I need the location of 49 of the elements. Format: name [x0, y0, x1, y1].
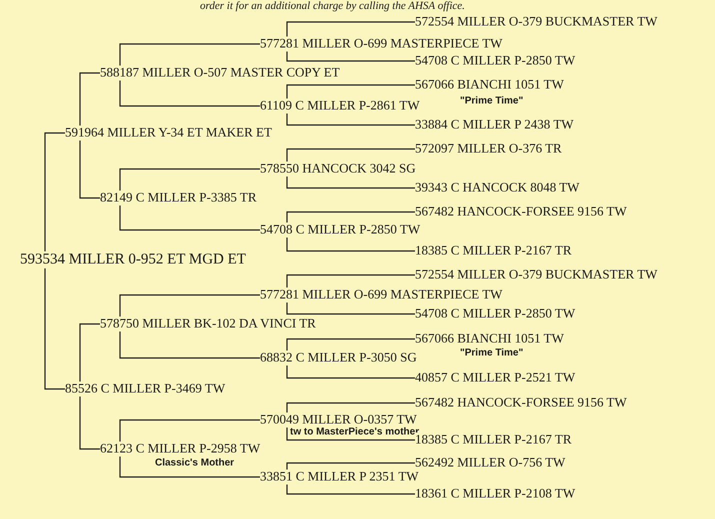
pedigree-line	[79, 72, 100, 127]
pedigree-line	[119, 294, 260, 318]
animal-name: 61109 C MILLER P-2861 TW	[260, 98, 420, 114]
animal-name: 33851 C MILLER P 2351 TW	[260, 470, 419, 484]
note-text: "Prime Time"	[460, 348, 524, 358]
pedigree-line	[286, 274, 415, 289]
pedigree-line	[286, 402, 415, 414]
pedigree-line	[286, 462, 415, 471]
pedigree-line	[286, 84, 415, 100]
animal-name: 577281 MILLER O-699 MASTERPIECE TW	[260, 288, 502, 302]
pedigree-line	[79, 395, 100, 450]
pedigree-line	[119, 204, 260, 231]
pedigree-line	[286, 50, 415, 62]
pedigree-line	[119, 455, 260, 478]
animal-name: 570049 MILLER O-0357 TW	[260, 412, 417, 428]
animal-name: 578550 HANCOCK 3042 SG	[260, 162, 416, 176]
pedigree-line	[286, 236, 415, 252]
note-text: order it for an additional charge by calling the AHSA office.	[200, 0, 465, 12]
animal-name: 68832 C MILLER P-3050 SG	[260, 350, 417, 366]
animal-name: 591964 MILLER Y-34 ET MAKER ET	[65, 126, 272, 140]
pedigree-line	[286, 175, 415, 189]
pedigree-line	[44, 132, 65, 252]
pedigree-line	[119, 43, 260, 67]
pedigree-line	[286, 426, 415, 441]
pedigree-line	[79, 139, 100, 199]
animal-name: 62123 C MILLER P-2958 TW	[100, 442, 260, 456]
pedigree-line	[79, 323, 100, 383]
animal-name: 588187 MILLER O-507 MASTER COPY ET	[100, 66, 340, 80]
note-text: Classic's Mother	[155, 458, 234, 468]
note-text: "Prime Time"	[460, 96, 524, 106]
animal-name: 82149 C MILLER P-3385 TR	[100, 190, 256, 206]
pedigree-line	[44, 268, 65, 390]
animal-name: 54708 C MILLER P-2850 TW	[260, 222, 420, 238]
animal-name: 85526 C MILLER P-3469 TW	[65, 382, 226, 396]
pedigree-line	[286, 211, 415, 224]
animal-name: 577281 MILLER O-699 MASTERPIECE TW	[260, 36, 502, 52]
pedigree-line	[286, 301, 415, 315]
pedigree-line	[119, 419, 260, 443]
pedigree-line	[119, 168, 260, 192]
pedigree-line	[286, 483, 415, 495]
pedigree-line	[119, 79, 260, 107]
pedigree-line	[286, 21, 415, 38]
animal-name: 578750 MILLER BK-102 DA VINCI TR	[100, 316, 316, 332]
pedigree-line	[286, 338, 415, 352]
animal-name: 593534 MILLER 0-952 ET MGD ET	[20, 251, 246, 269]
pedigree-line	[286, 148, 415, 163]
pedigree-line	[119, 330, 260, 359]
pedigree-line	[286, 364, 415, 379]
pedigree-line	[286, 112, 415, 126]
